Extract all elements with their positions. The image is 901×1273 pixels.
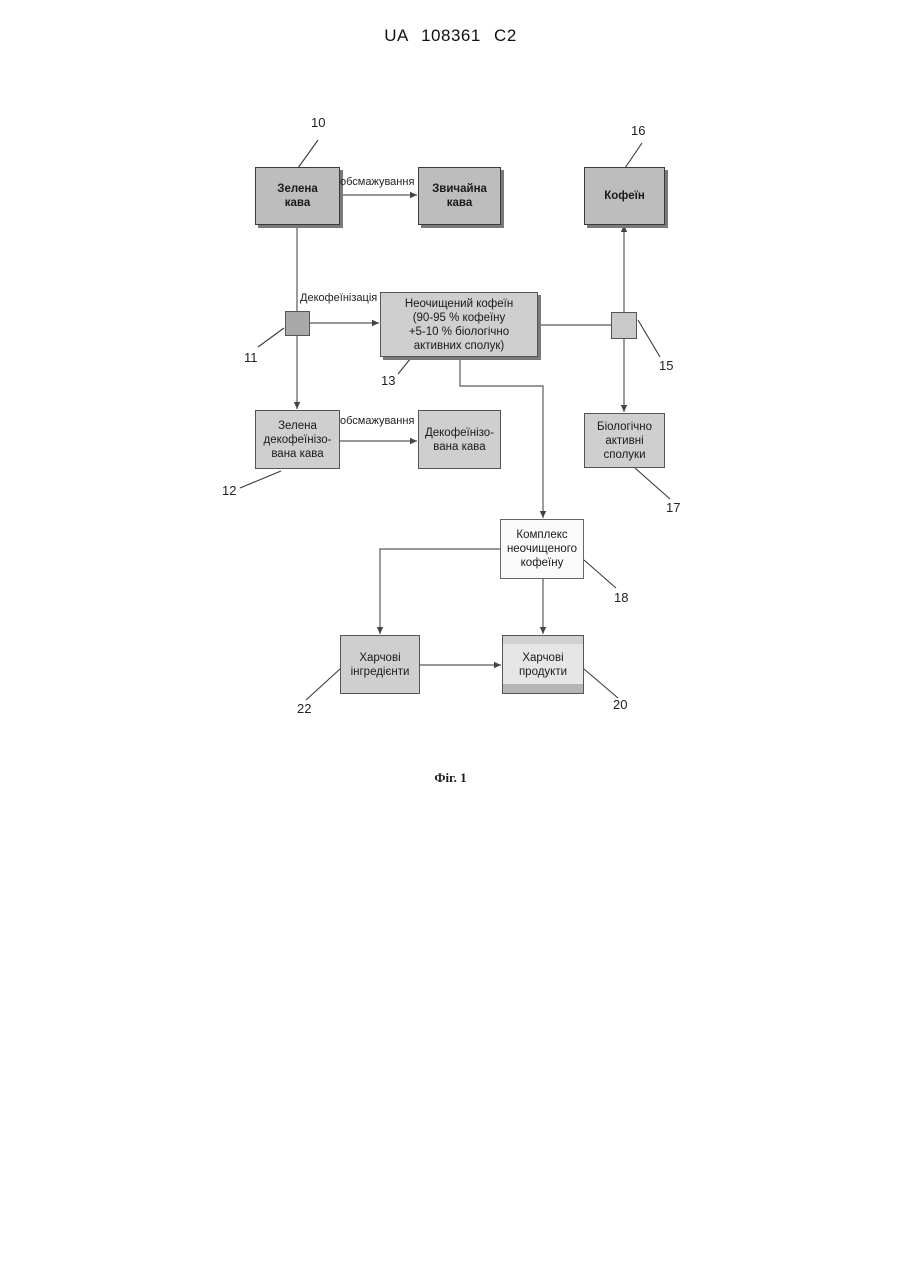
figure-caption: Фіг. 1 [0,770,901,786]
box-bioactive: Біологічно активні сполуки [584,413,665,468]
leader-16 [625,143,642,168]
edge-label-decaffeination: Декофеїнізація [300,292,377,304]
box-crude-caffeine: Неочищений кофеїн (90-95 % кофеїну +5-10… [380,292,538,357]
leader-18 [584,560,616,588]
ref-16: 16 [631,123,645,138]
splitter-node-15 [611,312,637,339]
ref-12: 12 [222,483,236,498]
leader-20 [584,669,618,698]
box-decaf: Декофеїнізо- вана кава [418,410,501,469]
ref-13: 13 [381,373,395,388]
box-food-products: Харчові продукти [502,635,584,694]
leader-15 [638,320,660,357]
box-regular-coffee: Звичайна кава [418,167,501,225]
box-green-coffee: Зелена кава [255,167,340,225]
box-caffeine: Кофеїн [584,167,665,225]
ref-15: 15 [659,358,673,373]
edge-label-roasting-bottom: обсмажування [340,415,414,427]
box-food-ingredients: Харчові інгредієнти [340,635,420,694]
ref-17: 17 [666,500,680,515]
leader-22 [306,669,340,700]
leader-11 [258,328,284,347]
ref-22: 22 [297,701,311,716]
box-green-decaf: Зелена декофеїнізо- вана кава [255,410,340,469]
box-crude-caffeine-complex: Комплекс неочищеного кофеїну [500,519,584,579]
ref-20: 20 [613,697,627,712]
leader-10 [298,140,318,168]
leader-12 [240,471,281,488]
ref-10: 10 [311,115,325,130]
leader-17 [635,468,670,499]
edge-complex-to-ingredients [380,549,500,634]
edge-label-roasting-top: обсмажування [340,176,414,188]
ref-11: 11 [244,350,258,365]
splitter-node-11 [285,311,310,336]
ref-18: 18 [614,590,628,605]
